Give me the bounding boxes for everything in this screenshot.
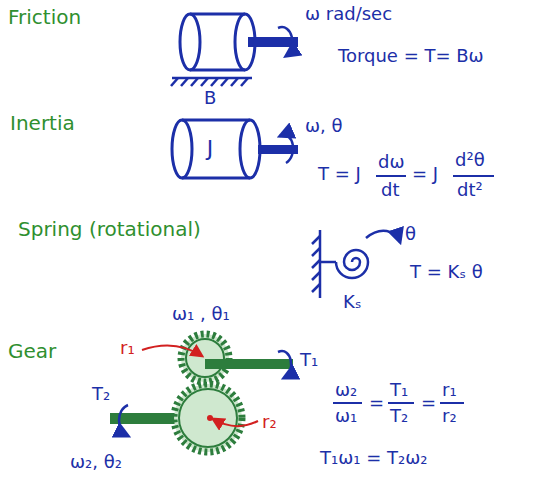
equation: dω [378,152,405,172]
equation: d²θ [455,150,485,170]
equation: dt² [457,180,483,200]
shaft [248,37,298,47]
inertia-symbol: J [182,118,238,161]
equation: ω₁ [335,406,357,426]
equation: = [421,393,436,413]
torque-label: T₂ [92,384,110,404]
variable-label: θ [405,224,416,244]
equation: T₁ω₁ = T₂ω₂ [320,448,428,468]
rotational-spring [312,230,368,298]
variable-label: ω, θ [305,116,343,136]
radius-label: r₂ [262,412,277,432]
gear [181,334,229,382]
section-heading: Inertia [10,112,75,134]
cylinder-outline [170,118,262,180]
radius-leader [142,345,202,356]
gear [186,339,224,377]
equation: = J [412,164,438,184]
shaft [205,359,293,369]
section-heading: Gear [8,340,56,362]
section-heading: Spring (rotational) [18,218,201,240]
radius-leader [213,419,258,426]
torque-label: T₁ [300,350,318,370]
rotation-arrow [119,405,128,436]
fraction-bar [333,176,494,403]
parameter-label: Kₛ [343,292,362,312]
equation: Torque = T= Bω [338,46,484,66]
equation: T = J [318,164,361,184]
variable-label: ω₁ , θ₁ [172,304,230,324]
equation: T = Kₛ θ [410,262,483,282]
section-heading: Friction [8,6,81,28]
equation: r₂ [442,406,457,426]
equation: r₁ [442,380,457,400]
radius-label: r₁ [120,338,135,358]
variable-label: ω₂, θ₂ [70,452,122,472]
equation: dt [381,180,399,200]
equation: = [369,393,384,413]
variable-label: ω rad/sec [305,4,392,24]
rotation-arrow [280,135,293,163]
equation: T₂ [390,406,408,426]
friction-cylinder [180,14,255,70]
rotation-arrow [278,351,291,378]
inertia-cylinder: J [170,118,262,180]
parameter-label: B [204,88,216,108]
gear [174,384,242,452]
rotation-arrow [278,27,292,56]
rotation-arrow [366,231,400,242]
equation: ω₂ [335,380,357,400]
gear [179,389,237,447]
equation: T₁ [390,380,408,400]
ground-hatch [171,78,252,86]
gear-center [207,415,213,421]
